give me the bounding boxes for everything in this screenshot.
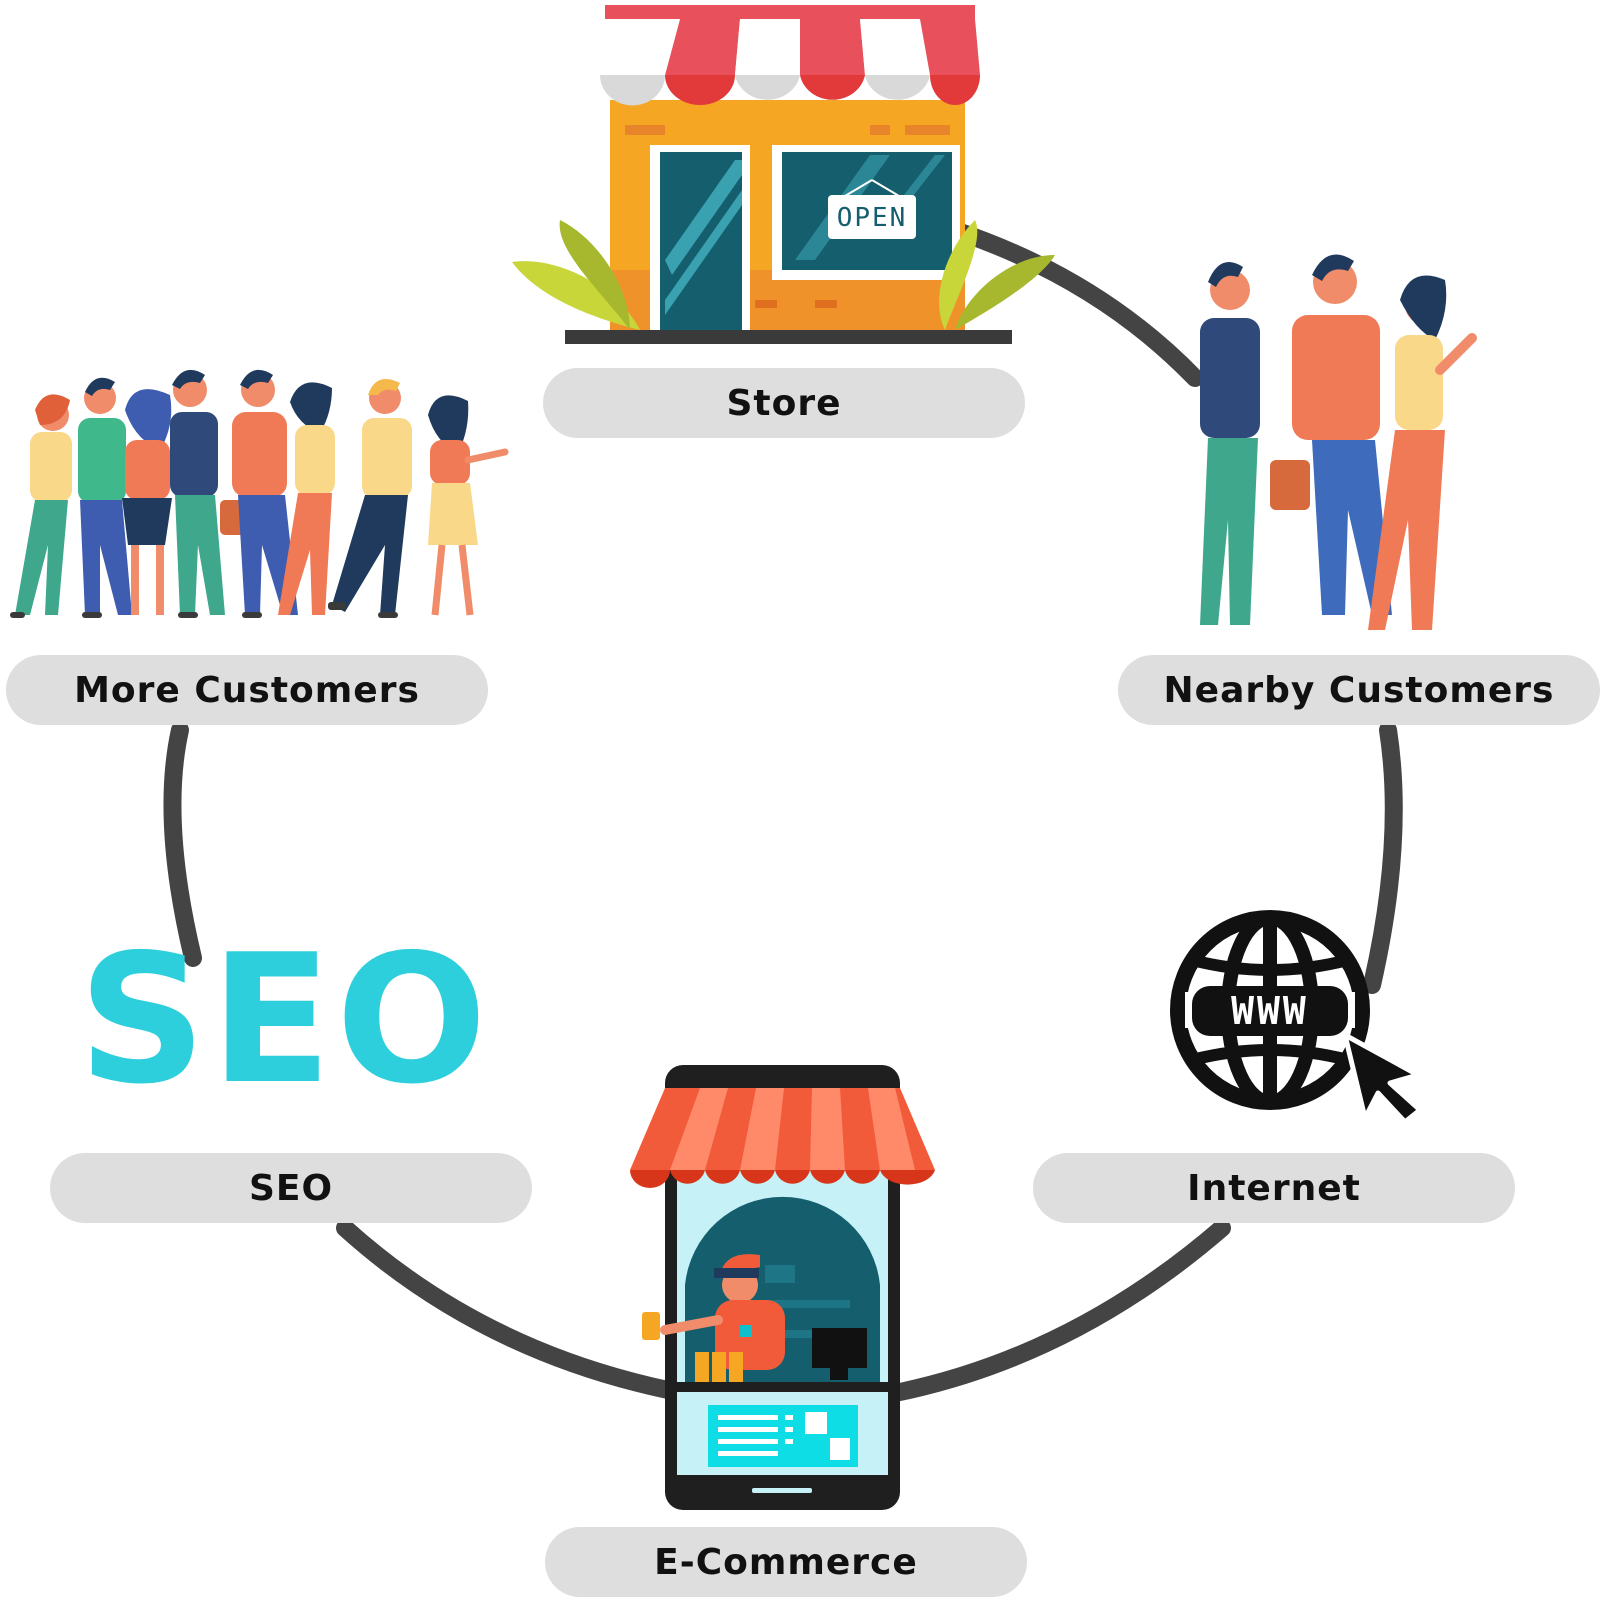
- globe-www-icon: WWW: [1170, 910, 1423, 1125]
- node-label-seo: SEO: [50, 1153, 532, 1223]
- node-label-e-commerce: E-Commerce: [545, 1527, 1027, 1597]
- node-label-store: Store: [543, 368, 1025, 438]
- storefront-icon: OPEN: [512, 5, 1055, 344]
- seo-text-icon: SEO: [78, 930, 492, 1120]
- crowd-icon: [10, 369, 509, 618]
- cursor-arrow-icon: [1342, 1032, 1423, 1125]
- www-text: WWW: [1231, 989, 1309, 1033]
- phone-shop-icon: [630, 1065, 935, 1510]
- node-label-internet: Internet: [1033, 1153, 1515, 1223]
- node-label-nearby-customers: Nearby Customers: [1118, 655, 1600, 725]
- couple-customers-icon: [1200, 254, 1477, 630]
- node-label-more-customers: More Customers: [6, 655, 488, 725]
- cycle-ring: [163, 223, 1403, 1401]
- open-sign-text: OPEN: [837, 203, 908, 233]
